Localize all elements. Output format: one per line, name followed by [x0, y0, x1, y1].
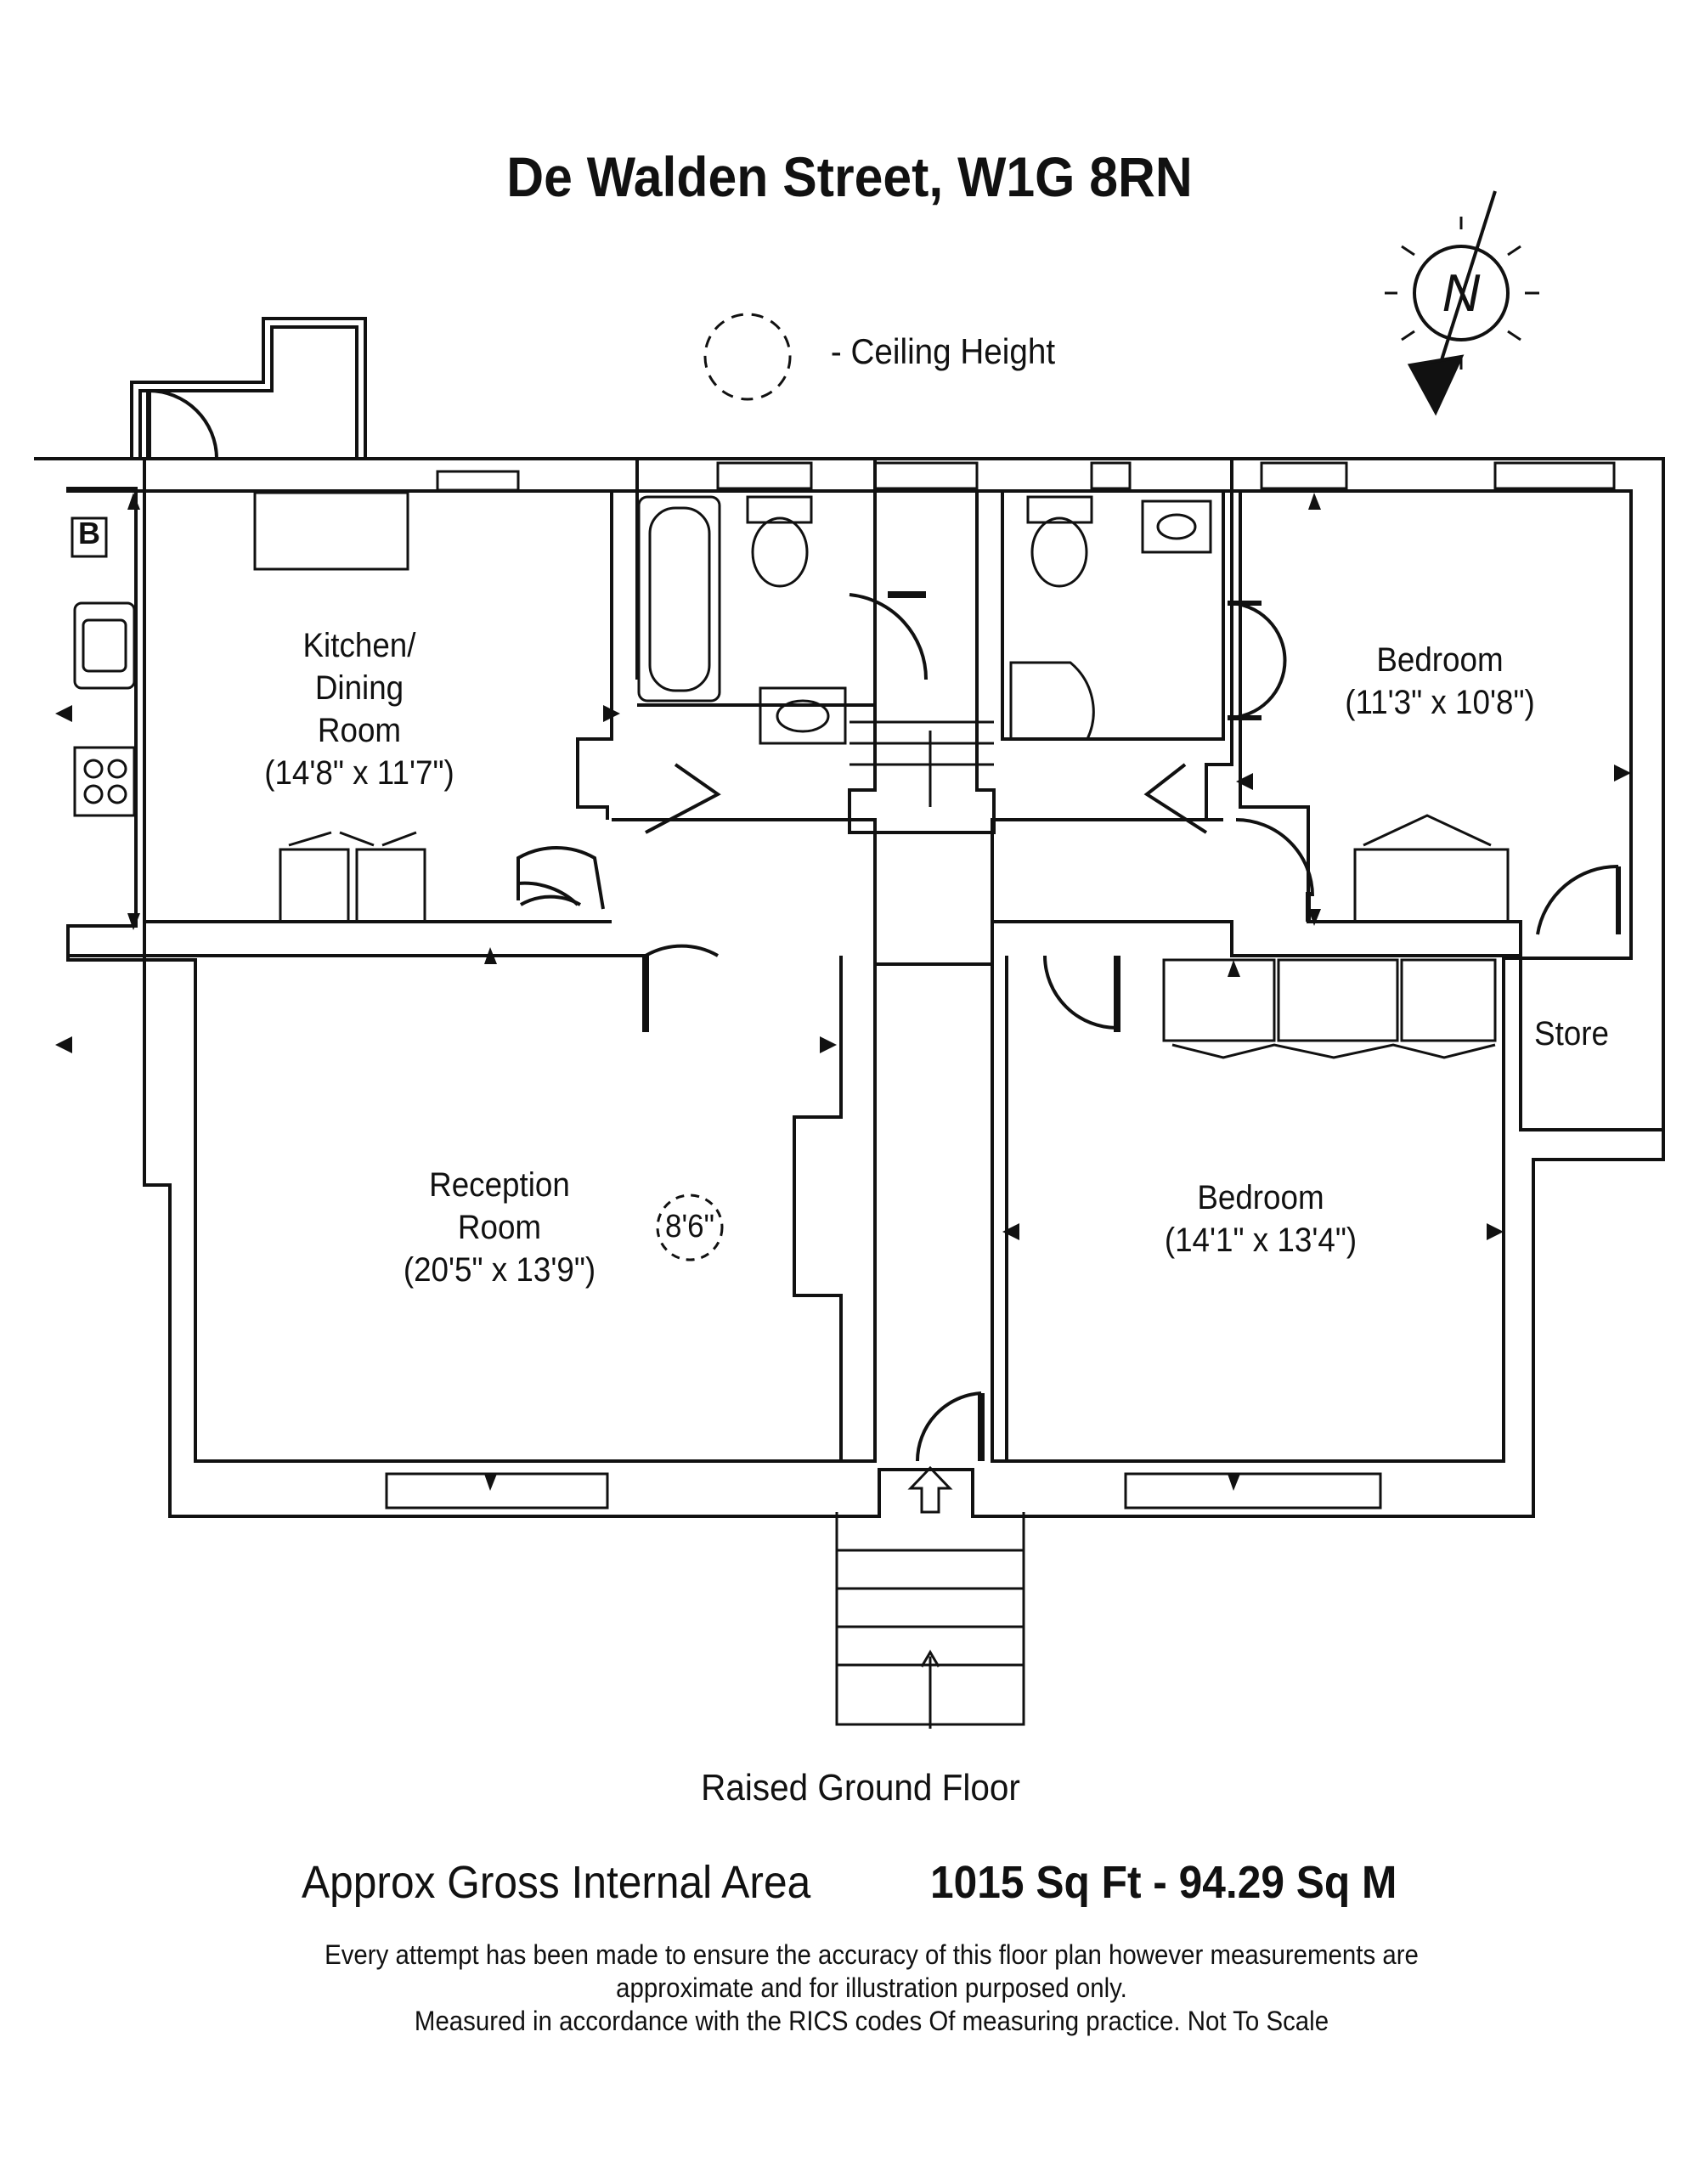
area-label: Approx Gross Internal Area: [302, 1857, 811, 1908]
entrance-steps: [835, 1512, 1025, 1729]
kitchen-name-line1: Kitchen/: [302, 627, 416, 664]
windows: [253, 461, 1616, 1510]
reception-dims: (20'5" x 13'9"): [403, 1251, 596, 1289]
disclaimer: Every attempt has been made to ensure th…: [325, 1939, 1419, 2038]
inner-stairs: [850, 720, 994, 807]
interior-walls: [68, 459, 1663, 1461]
page-title: De Walden Street, W1G 8RN: [506, 145, 1193, 208]
compass-icon: [1385, 190, 1539, 416]
bathroom-fittings: [637, 495, 1212, 745]
outer-walls: [34, 457, 1665, 1518]
boiler-label: B: [78, 516, 100, 550]
bedroom-upper-name: Bedroom: [1376, 641, 1504, 679]
room-label-store: Store: [1534, 1015, 1609, 1052]
reception-name-line1: Reception: [429, 1166, 570, 1204]
floor-name: Raised Ground Floor: [701, 1767, 1020, 1809]
kitchen-dims: (14'8" x 11'7"): [264, 754, 454, 792]
reception-name-line2: Room: [457, 1209, 542, 1246]
ceiling-height-legend-icon: [703, 313, 792, 401]
disclaimer-line2: approximate and for illustration purpose…: [616, 1972, 1127, 2003]
ceiling-height-legend-label: - Ceiling Height: [830, 331, 1056, 371]
entrance-arrow-icon: [907, 1465, 953, 1514]
kitchen-name-line2: Dining: [314, 669, 404, 707]
kitchen-fittings: [71, 516, 136, 817]
ceiling-height-marker-icon: [656, 1194, 724, 1261]
room-label-reception: Reception Room (20'5" x 13'9"): [404, 1164, 595, 1291]
room-label-bedroom-upper: Bedroom (11'3" x 10'8"): [1345, 639, 1535, 724]
compass-north-label: N: [1442, 264, 1481, 323]
room-label-bedroom-lower: Bedroom (14'1" x 13'4"): [1165, 1177, 1357, 1261]
dimension-markers: [55, 493, 1631, 1491]
ceiling-height-value: 8'6": [665, 1209, 714, 1244]
disclaimer-line3: Measured in accordance with the RICS cod…: [414, 2006, 1329, 2036]
wardrobes: [279, 814, 1510, 1059]
area-value: 1015 Sq Ft - 94.29 Sq M: [930, 1857, 1397, 1908]
room-label-kitchen: Kitchen/ Dining Room (14'8" x 11'7"): [264, 624, 454, 794]
disclaimer-line1: Every attempt has been made to ensure th…: [325, 1939, 1419, 1970]
bedroom-lower-dims: (14'1" x 13'4"): [1164, 1222, 1358, 1259]
bedroom-lower-name: Bedroom: [1197, 1179, 1324, 1216]
doors: [146, 389, 1621, 1462]
kitchen-name-line3: Room: [317, 712, 402, 749]
top-annex: [130, 317, 367, 459]
bedroom-upper-dims: (11'3" x 10'8"): [1345, 684, 1535, 721]
